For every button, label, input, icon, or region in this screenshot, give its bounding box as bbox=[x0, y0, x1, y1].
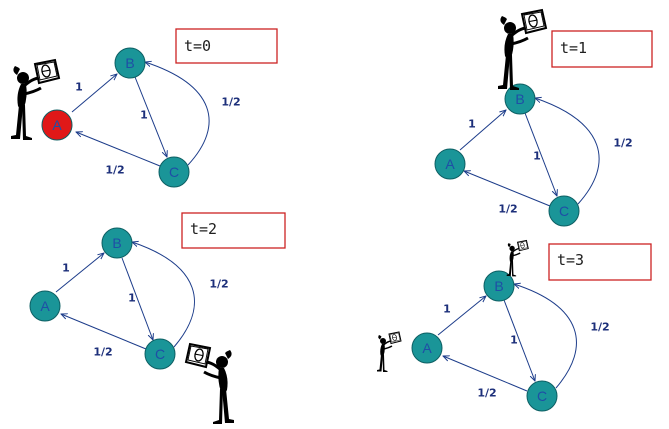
edge-label-c-b: 1/2 bbox=[221, 96, 240, 109]
node-a: A bbox=[41, 109, 73, 141]
node-label-b: B bbox=[125, 55, 134, 71]
edge-label-b-c: 1 bbox=[533, 150, 541, 163]
time-label: t=0 bbox=[184, 37, 211, 55]
node-label-b: B bbox=[494, 278, 503, 294]
node-a: A bbox=[411, 332, 443, 364]
node-c: C bbox=[526, 380, 558, 412]
node-label-c: C bbox=[169, 164, 179, 180]
edge-a-to-b: 1 bbox=[71, 74, 117, 113]
node-label-a: A bbox=[445, 156, 455, 172]
walker-icon bbox=[496, 8, 548, 92]
edge-a-to-b: 1 bbox=[437, 296, 486, 336]
edge-label-c-b: 1/2 bbox=[209, 278, 228, 291]
edge-label-c-b: 1/2 bbox=[613, 137, 632, 150]
node-b: B bbox=[101, 227, 133, 259]
edge-label-a-b: 1 bbox=[443, 303, 451, 316]
node-a: A bbox=[29, 290, 61, 322]
node-label-c: C bbox=[155, 346, 165, 362]
edge-c-to-b: 1/2 bbox=[145, 62, 241, 166]
node-c: C bbox=[144, 338, 176, 370]
edge-label-c-a: 1/2 bbox=[498, 203, 517, 216]
edge-c-to-a: 1/2 bbox=[443, 356, 528, 400]
edge-a-to-b: 1 bbox=[459, 110, 506, 151]
node-b: B bbox=[483, 270, 515, 302]
node-c: C bbox=[158, 156, 190, 188]
walker-icon bbox=[506, 239, 529, 278]
edge-label-c-a: 1/2 bbox=[477, 387, 496, 400]
node-label-b: B bbox=[515, 91, 524, 107]
node-label-a: A bbox=[40, 298, 50, 314]
edge-label-a-b: 1 bbox=[75, 81, 83, 94]
edge-label-b-c: 1 bbox=[128, 292, 136, 305]
edge-label-b-c: 1 bbox=[510, 334, 518, 347]
time-box bbox=[181, 212, 286, 249]
edge-label-a-b: 1 bbox=[468, 118, 476, 131]
node-a: A bbox=[434, 148, 466, 180]
node-b: B bbox=[114, 47, 146, 79]
node-c: C bbox=[548, 195, 580, 227]
panel-t0: t=0 1 1 1/2 1/2 A B C bbox=[9, 28, 278, 188]
edge-b-to-c: 1 bbox=[503, 299, 535, 381]
edge-b-to-c: 1 bbox=[121, 257, 153, 340]
node-label-b: B bbox=[112, 235, 121, 251]
edge-c-to-a: 1/2 bbox=[464, 171, 551, 216]
panel-t2: t=2 1 1 1/2 1/2 A B C bbox=[29, 212, 286, 426]
edge-c-to-b: 1/2 bbox=[535, 98, 633, 205]
edge-label-c-a: 1/2 bbox=[105, 164, 124, 177]
edge-c-to-a: 1/2 bbox=[76, 132, 161, 177]
node-b: B bbox=[504, 83, 536, 115]
edge-a-to-b: 1 bbox=[55, 253, 104, 293]
edge-label-c-b: 1/2 bbox=[590, 321, 609, 334]
panel-t3: t=3 1 1 1/2 1/2 A B C bbox=[376, 239, 652, 412]
edge-b-to-c: 1 bbox=[524, 112, 557, 196]
time-label: t=1 bbox=[560, 39, 587, 57]
edge-c-to-b: 1/2 bbox=[514, 284, 610, 389]
node-label-c: C bbox=[537, 388, 547, 404]
edge-label-a-b: 1 bbox=[62, 262, 70, 275]
edge-label-c-a: 1/2 bbox=[93, 346, 112, 359]
time-box bbox=[551, 30, 653, 68]
edge-c-to-a: 1/2 bbox=[61, 314, 147, 359]
node-label-a: A bbox=[422, 340, 432, 356]
edge-b-to-c: 1 bbox=[134, 76, 167, 157]
time-label: t=3 bbox=[557, 251, 584, 269]
node-label-a: A bbox=[52, 117, 62, 133]
time-label: t=2 bbox=[190, 220, 217, 238]
time-box bbox=[175, 28, 278, 64]
edge-c-to-b: 1/2 bbox=[132, 242, 229, 348]
edge-label-b-c: 1 bbox=[140, 109, 148, 122]
walker-icon bbox=[184, 342, 236, 426]
walker-icon bbox=[376, 331, 402, 373]
time-box bbox=[548, 243, 652, 281]
node-label-c: C bbox=[559, 203, 569, 219]
panel-t1: t=1 1 1 1/2 1/2 A B C bbox=[434, 8, 653, 227]
